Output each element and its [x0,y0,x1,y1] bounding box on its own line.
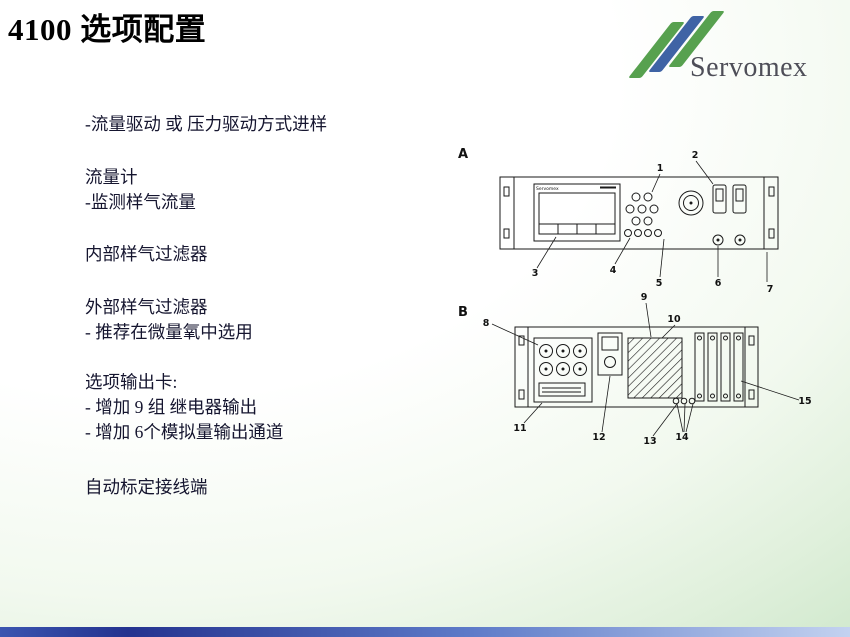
bullet-line: -流量驱动 或 压力驱动方式进样 [85,114,328,134]
callout-6: 6 [715,278,722,289]
keypad-buttons [624,192,662,237]
power-inlet [597,332,623,376]
bullet-list: -流量驱动 或 压力驱动方式进样 流量计 -监测样气流量 内部样气过滤器 外部样… [85,112,460,500]
bullet-line: 自动标定接线端 [85,477,208,497]
callout-4: 4 [610,265,617,276]
callouts-view-b: 8 9 10 11 12 13 14 15 [483,292,812,447]
callout-5: 5 [656,278,663,289]
callout-15: 15 [798,396,811,407]
bottom-gradient-bar [0,627,850,637]
panel-brand-text: Servomex [536,186,559,192]
callout-2: 2 [692,150,699,161]
display-screen [533,183,621,242]
callout-14: 14 [675,432,689,443]
bullet-line: -监测样气流量 [85,192,196,212]
instrument-diagram: A [450,140,850,460]
bullet-line: - 推荐在微量氧中选用 [85,322,253,342]
callout-11: 11 [513,423,526,434]
bullet-line: 选项输出卡: [85,372,178,392]
option-slots [694,332,744,402]
callout-10: 10 [667,314,681,325]
rear-connectors [672,397,696,405]
front-connectors [712,234,746,246]
servomex-logo: Servomex [628,8,846,100]
page-title: 4100 选项配置 [8,12,207,47]
rotary-knob [678,190,704,216]
power-switches [712,184,747,214]
rear-panel-drawing [514,326,759,408]
callout-8: 8 [483,318,490,329]
diagram-svg: A [458,147,812,447]
callout-7: 7 [767,284,774,295]
callout-1: 1 [657,163,664,174]
callout-3: 3 [532,268,539,279]
bullet-line: 外部样气过滤器 [85,297,208,317]
bullet-line: 流量计 [85,167,138,187]
callout-leaders-a [536,160,768,282]
view-a-label: A [458,147,468,162]
front-panel-drawing [499,176,779,250]
bullet-line: - 增加 6个模拟量输出通道 [85,422,284,442]
vent-grille [627,337,683,399]
terminal-block [533,337,593,403]
bullet-line: 内部样气过滤器 [85,244,208,264]
bullet-line: - 增加 9 组 继电器输出 [85,397,258,417]
view-b-label: B [458,305,468,320]
callouts-view-a: 1 2 3 4 5 6 7 [532,150,774,295]
callout-12: 12 [592,432,605,443]
logo-wordmark: Servomex [690,52,808,83]
callout-13: 13 [643,436,656,447]
callout-9: 9 [641,292,648,303]
callout-leaders-b [491,302,800,437]
